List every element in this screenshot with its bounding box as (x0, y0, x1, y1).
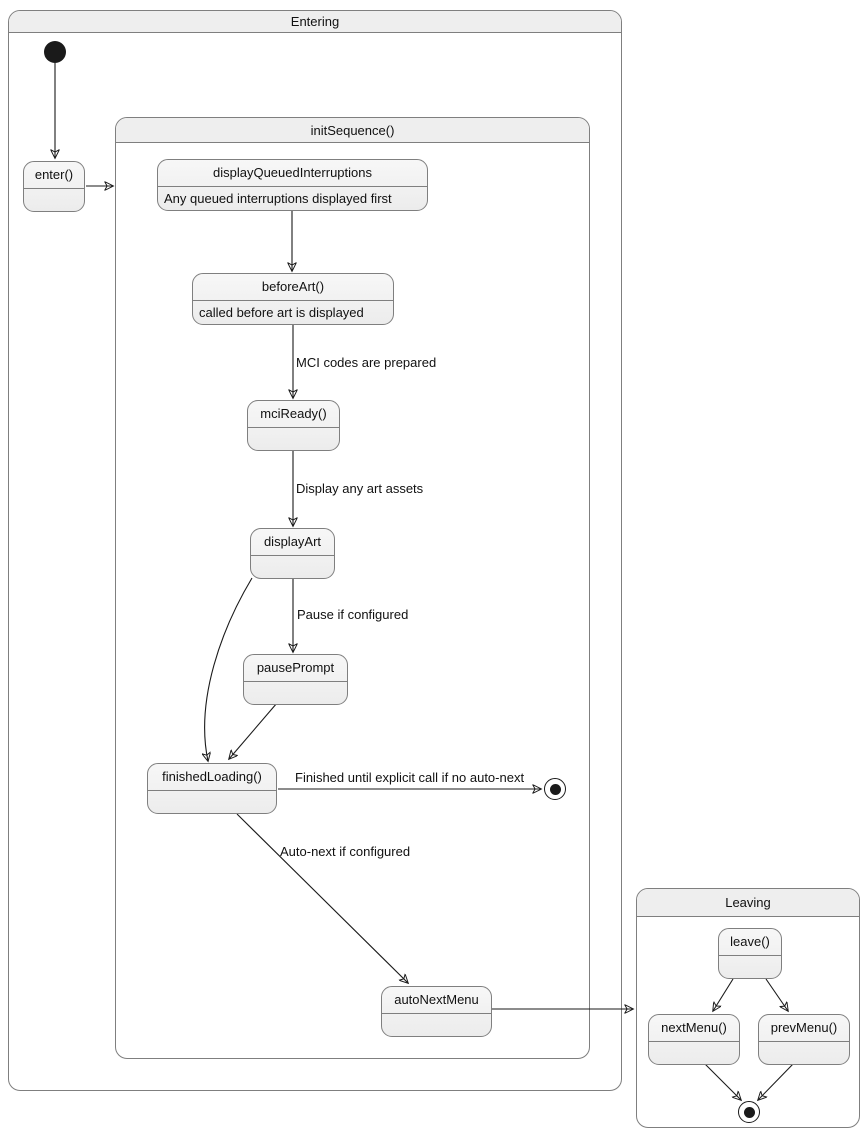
composite-state-leaving: Leaving (636, 888, 860, 1128)
edge-pause-prompt-to-finished-loading (229, 702, 278, 759)
edge-display-art-to-finished-loading (205, 577, 253, 761)
state-mci-ready-label: mciReady() (260, 406, 327, 421)
state-enter-label: enter() (34, 167, 74, 182)
state-prev-menu: prevMenu() (758, 1014, 850, 1065)
state-finished-loading-label: finishedLoading() (162, 769, 262, 784)
edge-prev-menu-to-final (758, 1062, 795, 1100)
state-before-art-description: called before art is displayed (193, 300, 393, 324)
final-state-node-leaving (738, 1101, 760, 1123)
state-display-art-label: displayArt (263, 534, 322, 549)
edge-label-finished-no-autonext: Finished until explicit call if no auto-… (295, 770, 525, 785)
state-leave: leave() (718, 928, 782, 979)
state-enter-body (24, 188, 84, 211)
edge-label-pause-if-configured: Pause if configured (297, 607, 409, 622)
composite-state-init-sequence: initSequence() (115, 117, 590, 1059)
state-finished-loading: finishedLoading() (147, 763, 277, 814)
edge-finished-loading-to-auto-next-menu (236, 813, 408, 983)
state-before-art-label: beforeArt() (261, 279, 325, 294)
state-before-art: beforeArt() called before art is display… (192, 273, 394, 325)
state-display-queued-interruptions-description: Any queued interruptions displayed first (158, 186, 427, 210)
state-display-queued-interruptions-label: displayQueuedInterruptions (213, 165, 372, 180)
edge-label-autonext-if-configured: Auto-next if configured (280, 844, 411, 859)
final-state-inner-dot (743, 1106, 755, 1118)
initial-state-node (44, 41, 66, 63)
state-next-menu-label: nextMenu() (661, 1020, 727, 1035)
state-finished-loading-body (148, 790, 276, 813)
edge-leave-to-next-menu (713, 978, 734, 1011)
edge-label-mci-prepared: MCI codes are prepared (296, 355, 437, 370)
state-prev-menu-label: prevMenu() (770, 1020, 838, 1035)
state-prev-menu-body (759, 1041, 849, 1064)
state-display-queued-interruptions: displayQueuedInterruptions Any queued in… (157, 159, 428, 211)
state-next-menu-body (649, 1041, 739, 1064)
final-state-node-entering (544, 778, 566, 800)
state-display-art: displayArt (250, 528, 335, 579)
edge-leave-to-prev-menu (765, 978, 788, 1011)
state-pause-prompt: pausePrompt (243, 654, 348, 705)
state-next-menu: nextMenu() (648, 1014, 740, 1065)
edge-label-display-assets: Display any art assets (296, 481, 424, 496)
init-sequence-title: initSequence() (116, 118, 589, 143)
state-leave-body (719, 955, 781, 978)
state-enter: enter() (23, 161, 85, 212)
edge-next-menu-to-final (703, 1062, 741, 1100)
state-auto-next-menu: autoNextMenu (381, 986, 492, 1037)
state-pause-prompt-body (244, 681, 347, 704)
state-pause-prompt-label: pausePrompt (256, 660, 335, 675)
state-leave-label: leave() (730, 934, 770, 949)
leaving-title: Leaving (637, 889, 859, 917)
entering-title: Entering (9, 11, 621, 33)
final-state-inner-dot (549, 783, 561, 795)
state-auto-next-menu-body (382, 1013, 491, 1036)
state-display-art-body (251, 555, 334, 578)
state-auto-next-menu-label: autoNextMenu (394, 992, 479, 1007)
state-mci-ready-body (248, 427, 339, 450)
composite-state-entering: Entering (8, 10, 622, 1091)
state-mci-ready: mciReady() (247, 400, 340, 451)
